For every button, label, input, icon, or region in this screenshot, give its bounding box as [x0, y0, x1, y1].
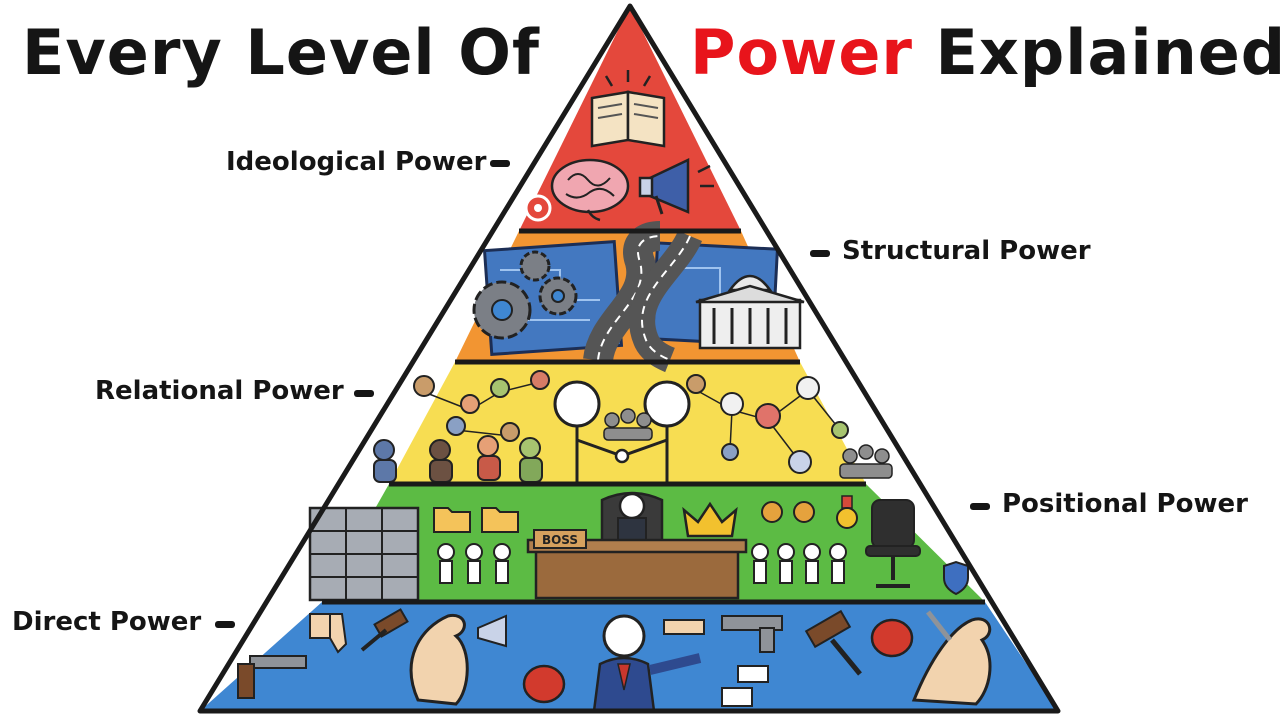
government-building-icon	[695, 274, 805, 350]
badge-icon	[943, 560, 969, 596]
filing-cabinet-icon	[308, 506, 420, 602]
brain-icon	[550, 158, 630, 222]
label-direct-power: Direct Power	[12, 607, 202, 637]
office-chair-icon	[865, 499, 921, 588]
flexed-arm-icon	[409, 613, 992, 706]
revolver-icon	[237, 655, 307, 699]
handshake-icon	[553, 380, 691, 482]
road-icon	[583, 221, 703, 373]
folder-icon	[433, 507, 519, 533]
thumbs-down-icon	[309, 613, 348, 654]
title-right: Power Explained	[690, 8, 1280, 98]
label-structural-power: Structural Power	[842, 236, 1091, 266]
crown-icon	[682, 501, 738, 538]
label-ideological-power: Ideological Power	[226, 147, 487, 177]
label-dash	[354, 390, 374, 397]
title-rest: Explained	[935, 16, 1280, 89]
boss-desk-icon: BOSS	[526, 491, 748, 600]
politician-icon	[592, 614, 702, 713]
label-dash	[215, 621, 235, 628]
boxing-glove-icon	[522, 618, 914, 704]
target-icon	[524, 194, 552, 222]
medal-icon	[761, 495, 858, 529]
label-dash	[810, 250, 830, 257]
open-book-icon	[590, 70, 666, 148]
label-dash	[970, 503, 990, 510]
gavel-icon	[360, 608, 862, 676]
label-relational-power: Relational Power	[95, 376, 344, 406]
megaphone-small-icon	[477, 614, 507, 648]
gear-icon	[472, 250, 578, 340]
pyramid-outline	[197, 3, 1061, 714]
knife-icon	[926, 610, 952, 642]
employees-icon	[437, 543, 847, 584]
people-network-icon	[373, 370, 849, 483]
label-dash	[490, 160, 510, 167]
pistol-icon	[721, 615, 783, 653]
pointing-hand-icon	[663, 619, 769, 707]
crowd-icon	[603, 408, 893, 479]
title-accent-word: Power	[690, 16, 913, 89]
megaphone-icon	[638, 158, 714, 215]
boss-sign-text: BOSS	[542, 533, 578, 547]
label-positional-power: Positional Power	[1002, 489, 1248, 519]
title-left: Every Level Of	[22, 16, 540, 89]
